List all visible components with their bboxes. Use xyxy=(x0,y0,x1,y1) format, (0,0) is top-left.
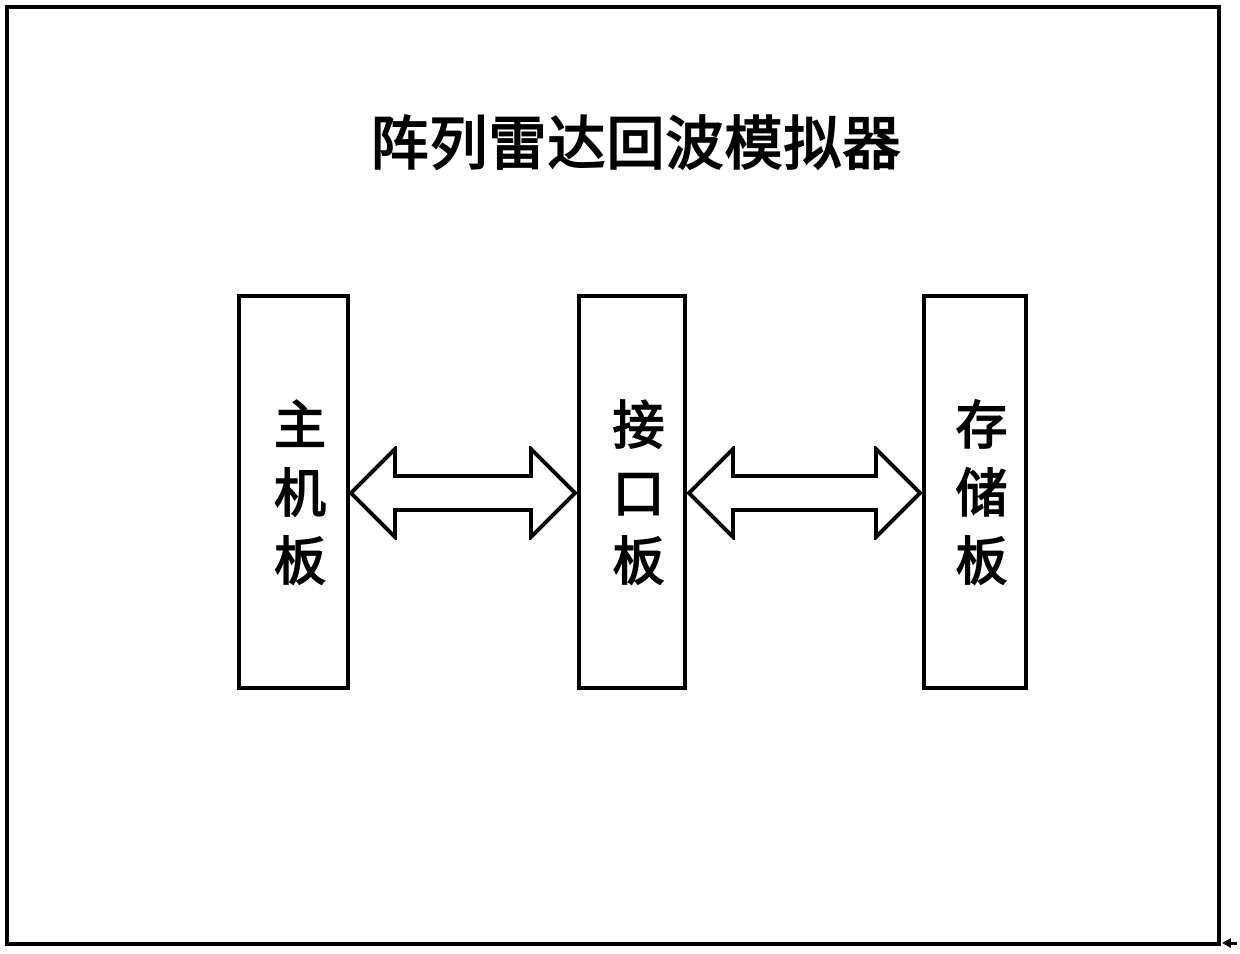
block-interface-board: 接口板 xyxy=(577,294,687,690)
small-left-arrow-mark-icon xyxy=(1222,938,1237,948)
block-storage-board-label: 存储板 xyxy=(947,398,1004,602)
block-storage-board: 存储板 xyxy=(922,294,1028,690)
diagram-title: 阵列雷达回波模拟器 xyxy=(370,112,902,177)
bidirectional-arrow-host-interface-icon xyxy=(349,446,577,540)
bidirectional-arrow-interface-storage-icon xyxy=(687,446,922,540)
block-interface-board-label: 接口板 xyxy=(604,398,661,602)
block-host-board: 主机板 xyxy=(237,294,350,690)
block-host-board-label: 主机板 xyxy=(265,398,323,602)
